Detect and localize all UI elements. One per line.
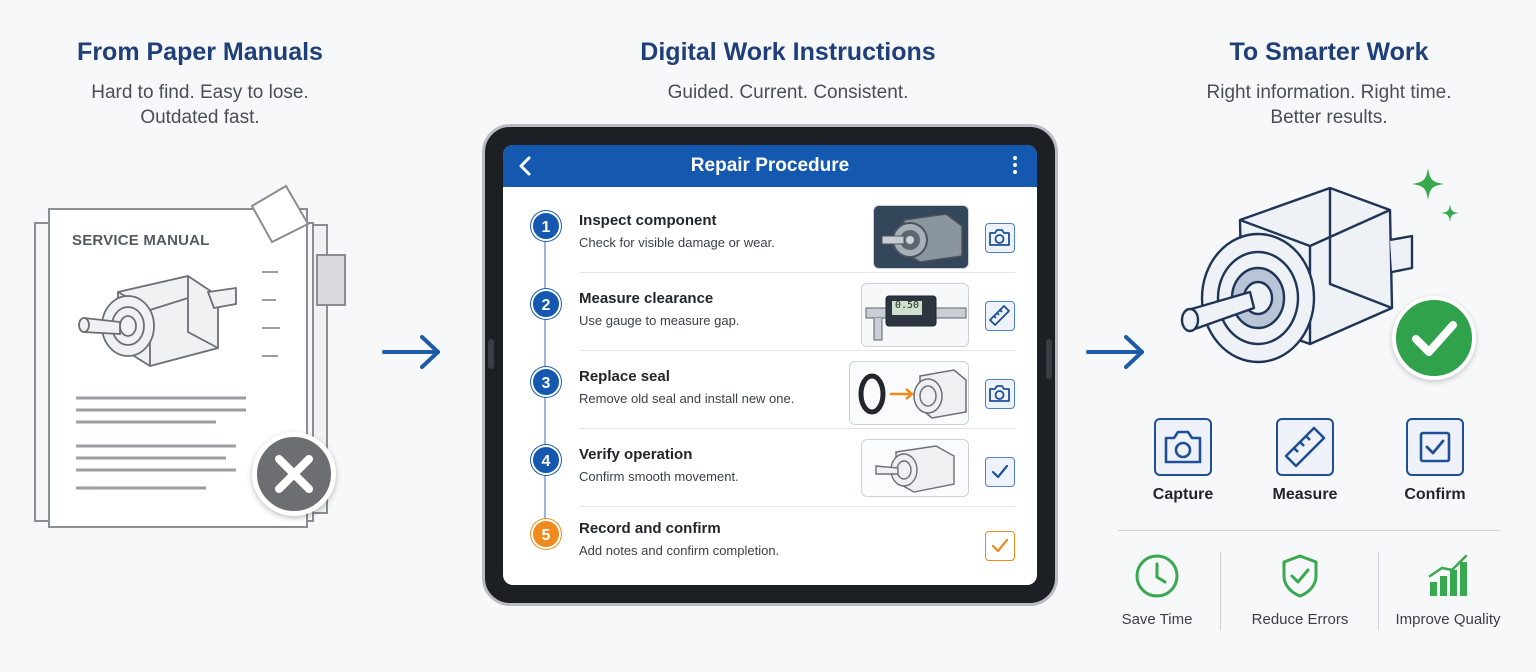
benefit-divider	[1378, 552, 1379, 630]
left-column-subtitle: Hard to find. Easy to lose. Outdated fas…	[40, 80, 360, 130]
step-description: Confirm smooth movement.	[579, 469, 739, 484]
benefit-label: Improve Quality	[1395, 611, 1501, 628]
paper-tab	[316, 254, 346, 306]
left-subtitle-line-2: Outdated fast.	[140, 107, 260, 128]
tablet-side-button-right	[1046, 339, 1052, 379]
step-item[interactable]: 1 Inspect component Check for visible da…	[503, 195, 1037, 273]
right-subtitle-line-1: Right information. Right time.	[1206, 82, 1452, 103]
center-column-title: Digital Work Instructions	[640, 38, 936, 66]
camera-button[interactable]	[985, 379, 1015, 409]
left-subtitle-line-1: Hard to find. Easy to lose.	[91, 82, 309, 103]
tablet-side-button-left	[488, 339, 494, 369]
assembly-image[interactable]	[861, 439, 969, 497]
checkbox-icon	[991, 464, 1009, 479]
back-button[interactable]	[513, 152, 539, 180]
more-options-button[interactable]	[1005, 153, 1025, 179]
final-confirm-checkbox[interactable]	[985, 531, 1015, 561]
camera-icon	[1154, 418, 1212, 476]
step-item-current[interactable]: 5 Record and confirm Add notes and confi…	[503, 503, 1037, 581]
caliper-icon	[865, 295, 967, 341]
side-text-lines	[262, 271, 280, 357]
step-title: Inspect component	[579, 212, 717, 229]
camera-icon	[989, 385, 1010, 402]
bar-chart-icon	[1428, 554, 1468, 596]
arrow-right-icon	[382, 335, 440, 369]
benefit-reduce-errors: Reduce Errors	[1242, 552, 1358, 628]
step-title: Measure clearance	[579, 290, 714, 307]
step-divider	[579, 350, 1015, 351]
more-vertical-icon	[1005, 156, 1025, 174]
feature-label: Confirm	[1404, 486, 1466, 503]
ruler-icon	[989, 305, 1010, 326]
motor-sketch-icon	[78, 275, 237, 367]
measure-button[interactable]	[985, 301, 1015, 331]
motor-illustration	[1180, 186, 1414, 364]
section-divider	[1118, 530, 1500, 531]
motor-photo-icon	[874, 206, 968, 268]
step-item[interactable]: 3 Replace seal Remove old seal and insta…	[503, 351, 1037, 429]
center-column-subtitle: Guided. Current. Consistent.	[667, 82, 909, 103]
step-number-badge: 2	[531, 289, 561, 319]
step-divider	[579, 428, 1015, 429]
tablet-screen: Repair Procedure 1 Inspect component Che…	[503, 145, 1037, 585]
step-title: Replace seal	[579, 368, 670, 385]
step-title: Verify operation	[579, 446, 693, 463]
step-description: Remove old seal and install new one.	[579, 391, 795, 406]
step-description: Add notes and confirm completion.	[579, 543, 780, 558]
benefit-divider	[1220, 552, 1221, 630]
step-number-badge: 3	[531, 367, 561, 397]
checkbox-icon	[1406, 418, 1464, 476]
right-column-title: To Smarter Work	[1229, 38, 1429, 66]
step-item[interactable]: 2 Measure clearance Use gauge to measure…	[503, 273, 1037, 351]
feature-label: Measure	[1272, 486, 1338, 503]
service-manual-label: SERVICE MANUAL	[72, 232, 210, 249]
feature-measure[interactable]: Measure	[1264, 418, 1346, 504]
sparkle-icon	[1412, 168, 1459, 222]
clock-icon	[1135, 554, 1179, 598]
checkbox-icon	[991, 538, 1009, 553]
app-header-title: Repair Procedure	[690, 155, 850, 176]
right-column-subtitle: Right information. Right time. Better re…	[1170, 80, 1488, 130]
right-subtitle-line-2: Better results.	[1270, 107, 1388, 128]
paper-fold-corner-icon	[250, 184, 310, 244]
confirm-checkbox[interactable]	[985, 457, 1015, 487]
benefit-label: Save Time	[1121, 611, 1193, 628]
seal-replacement-icon	[858, 369, 967, 419]
gauge-readout: 0.50	[894, 300, 920, 311]
step-description: Use gauge to measure gap.	[579, 313, 740, 328]
step-title: Record and confirm	[579, 520, 721, 537]
x-mark-icon	[252, 432, 336, 516]
app-header: Repair Procedure	[503, 145, 1037, 187]
checkmark-icon	[1392, 296, 1476, 380]
feature-label: Capture	[1152, 486, 1214, 503]
component-photo[interactable]	[873, 205, 969, 269]
ruler-icon	[1276, 418, 1334, 476]
benefit-save-time: Save Time	[1102, 552, 1212, 628]
step-divider	[579, 272, 1015, 273]
benefit-improve-quality: Improve Quality	[1390, 552, 1506, 628]
camera-button[interactable]	[985, 223, 1015, 253]
motor-sketch-icon	[875, 445, 955, 493]
step-number-badge: 4	[531, 445, 561, 475]
arrow-right-icon	[1086, 335, 1144, 369]
camera-icon	[989, 229, 1010, 246]
paper-manual-illustration: SERVICE MANUAL	[20, 170, 360, 550]
shield-check-icon	[1282, 554, 1318, 598]
gauge-photo[interactable]: 0.50	[861, 283, 969, 347]
step-item[interactable]: 4 Verify operation Confirm smooth moveme…	[503, 429, 1037, 507]
tablet-device: Repair Procedure 1 Inspect component Che…	[482, 124, 1058, 606]
step-divider	[579, 506, 1015, 507]
feature-confirm[interactable]: Confirm	[1394, 418, 1476, 504]
benefit-label: Reduce Errors	[1251, 611, 1349, 628]
chevron-left-icon	[519, 156, 531, 176]
left-column-title: From Paper Manuals	[77, 38, 323, 66]
step-number-badge: 1	[531, 211, 561, 241]
seal-replacement-image[interactable]	[849, 361, 969, 425]
step-description: Check for visible damage or wear.	[579, 235, 775, 250]
manual-text-lines	[76, 396, 246, 490]
feature-capture[interactable]: Capture	[1142, 418, 1224, 504]
step-number-badge: 5	[531, 519, 561, 549]
